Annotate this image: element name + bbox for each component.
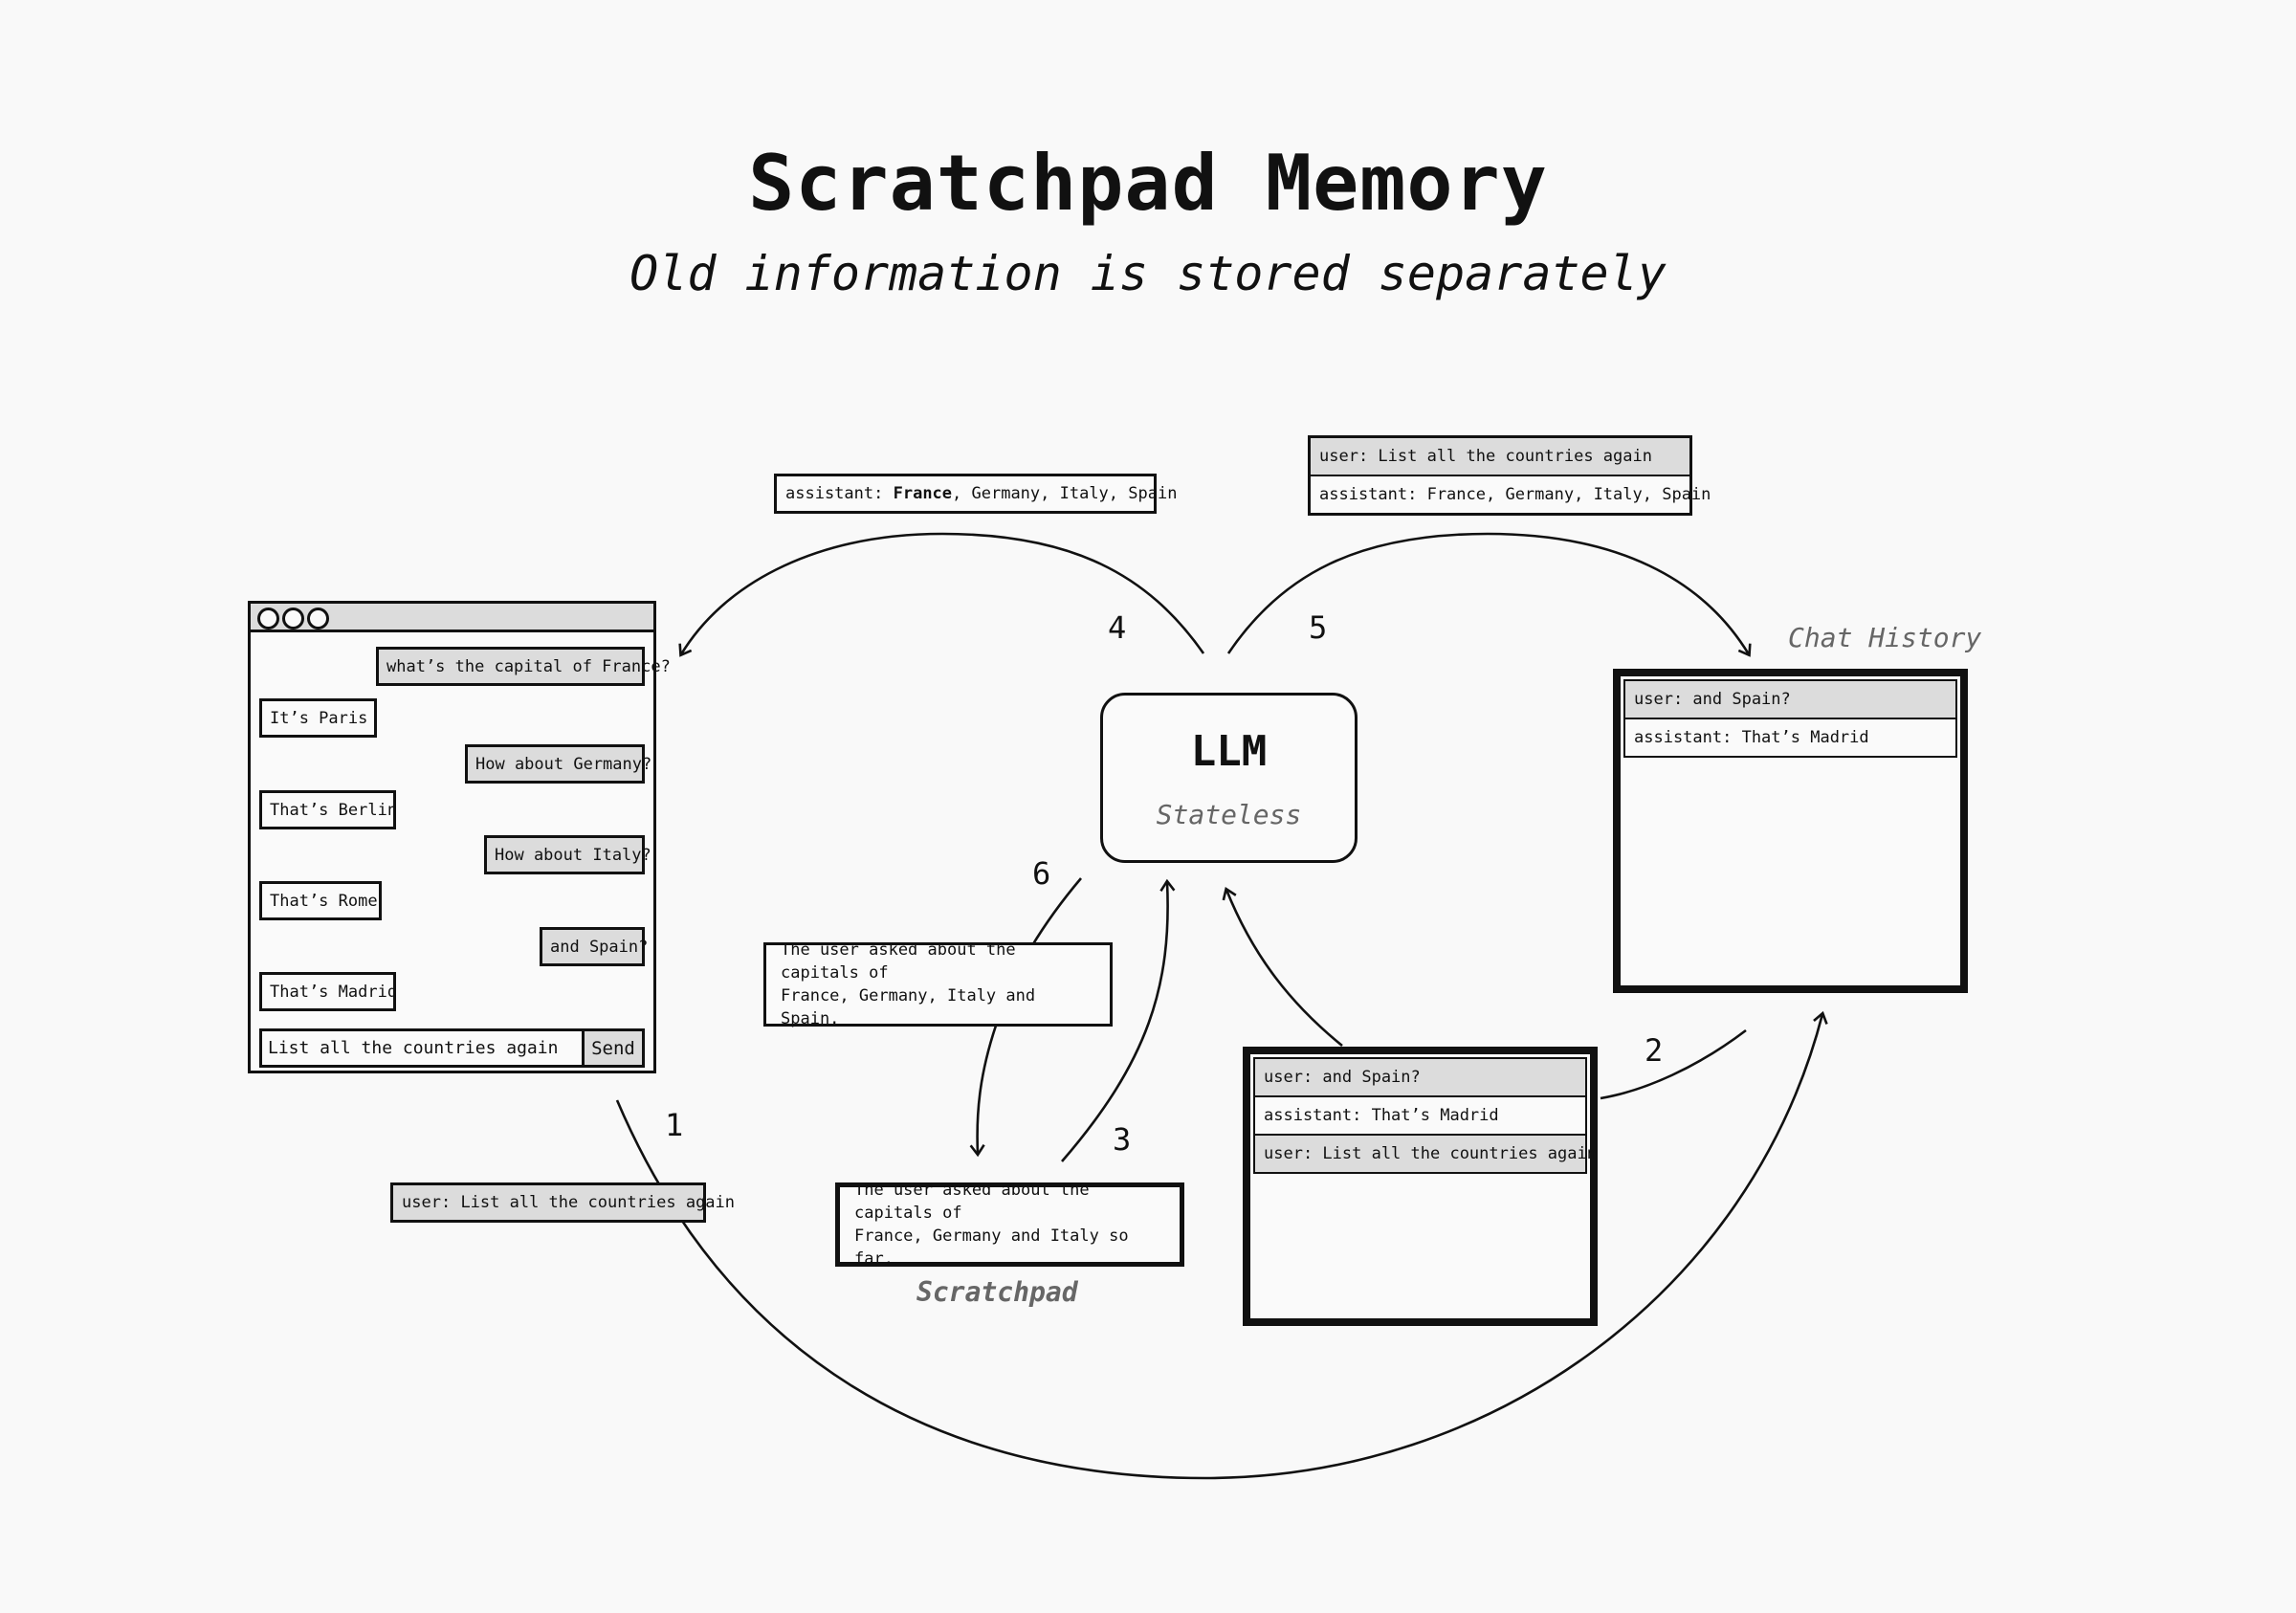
window-titlebar (251, 604, 653, 632)
llm-subtitle: Stateless (1156, 799, 1302, 830)
chat-history-row: assistant: That’s Madrid (1625, 718, 1955, 756)
message-input[interactable]: List all the countries again (262, 1031, 585, 1065)
llm-node (1100, 693, 1358, 863)
message-role: assistant: (785, 484, 884, 503)
scratchpad-box: The user asked about the capitals of Fra… (835, 1181, 1184, 1269)
user-message: How about Germany? (465, 744, 651, 784)
arrow-step6-llm-to-scratchpad (1029, 877, 1082, 948)
new-summary-box: The user asked about the capitals of Fra… (763, 940, 1113, 1028)
step1-message: user: List all the countries again (390, 1182, 735, 1223)
chat-history-row: user: and Spain? (1625, 679, 1955, 718)
scratchpad-line: The user asked about the capitals of (854, 1181, 1090, 1223)
chat-window: what’s the capital of France? It’s Paris… (248, 601, 671, 1073)
step-label-5: 5 (1309, 609, 1328, 646)
arrow-step4-llm-to-chat (678, 532, 1205, 657)
assistant-message: That’s Rome (259, 881, 382, 920)
step-label-2: 2 (1645, 1032, 1664, 1069)
step5-message: assistant: France, Germany, Italy, Spain (1311, 475, 1711, 513)
context-row: user: List all the countries again (1255, 1134, 1597, 1172)
arrow-context-to-llm (1222, 886, 1343, 1048)
message-text: List all the countries again (460, 1193, 736, 1212)
page-title: Scratchpad Memory (748, 139, 1548, 228)
send-button[interactable]: Send (585, 1031, 642, 1065)
message-role: user: (402, 1193, 452, 1212)
page-subtitle: Old information is stored separately (629, 246, 1667, 301)
arrow-step2-history-to-context (1600, 1028, 1747, 1100)
message-input-row: List all the countries again Send (259, 1028, 645, 1068)
arrow-step3-scratchpad-to-llm (1061, 878, 1176, 1162)
scratchpad-label: Scratchpad (916, 1276, 1078, 1308)
assistant-message: It’s Paris (259, 698, 377, 738)
step5-message: user: List all the countries again (1311, 438, 1689, 475)
step5-messages: user: List all the countries again assis… (1308, 435, 1711, 516)
message-text: , Germany, Italy, Spain (952, 484, 1178, 503)
assistant-message: That’s Berlin (259, 790, 397, 829)
user-message: and Spain? (540, 927, 648, 966)
message-highlight: France (893, 484, 953, 503)
context-window-rows: user: and Spain? assistant: That’s Madri… (1253, 1057, 1597, 1174)
user-message: How about Italy? (484, 835, 651, 874)
step-label-4: 4 (1108, 609, 1127, 646)
new-summary-line: The user asked about the capitals of (781, 940, 1016, 983)
window-control-icon[interactable] (257, 608, 279, 630)
chat-history-label: Chat History (1788, 622, 1982, 653)
context-window-panel: user: and Spain? assistant: That’s Madri… (1243, 1047, 1598, 1326)
window-control-icon[interactable] (282, 608, 304, 630)
chat-history-rows: user: and Spain? assistant: That’s Madri… (1623, 679, 1957, 758)
user-message: what’s the capital of France? (376, 647, 671, 686)
step4-message: assistant: France, Germany, Italy, Spain (774, 474, 1177, 514)
context-row: assistant: That’s Madrid (1255, 1095, 1585, 1134)
assistant-message: That’s Madrid (259, 972, 397, 1011)
step-label-6: 6 (1032, 855, 1051, 892)
chat-history-panel: user: and Spain? assistant: That’s Madri… (1613, 669, 1968, 993)
arrow-step5-llm-to-history (1226, 532, 1752, 657)
arrow-step1-input-to-history (615, 1010, 1828, 1480)
step-label-3: 3 (1113, 1121, 1132, 1158)
scratchpad-line: France, Germany and Italy so far. (854, 1226, 1129, 1269)
new-summary-line: France, Germany, Italy and Spain. (781, 986, 1036, 1028)
step-label-1: 1 (665, 1107, 684, 1143)
window-control-icon[interactable] (307, 608, 329, 630)
llm-title: LLM (1190, 727, 1268, 776)
context-row: user: and Spain? (1255, 1057, 1585, 1095)
